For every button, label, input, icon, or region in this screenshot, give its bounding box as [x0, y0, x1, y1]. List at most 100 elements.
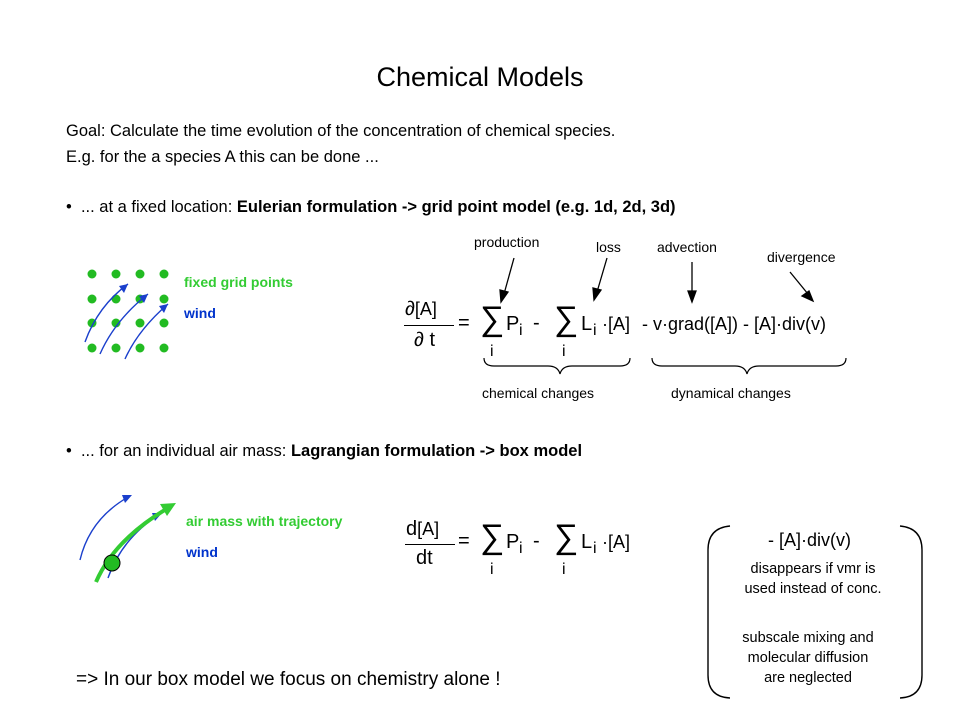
note-vmr: disappears if vmr is used instead of con… [713, 559, 913, 599]
subscript-i: i [519, 540, 523, 557]
note-line: molecular diffusion [747, 650, 869, 666]
note-line: are neglected [764, 670, 852, 686]
sum-index: i [490, 561, 494, 578]
subscript-i: i [593, 540, 597, 557]
grid-points-diagram [84, 269, 169, 360]
wind-arrow [84, 283, 129, 343]
note-line: subscale mixing and [742, 630, 874, 646]
grid-dot [111, 269, 121, 279]
conclusion-text: => In our box model we focus on chemistr… [76, 669, 501, 690]
grid-dot [87, 343, 97, 353]
minus-sign: - [533, 312, 540, 334]
loss-factor: ·[A] [602, 314, 631, 334]
note-neglected: subscale mixing and molecular diffusion … [708, 628, 908, 688]
note-brackets [707, 525, 923, 699]
divergence-arrow [789, 271, 809, 295]
production-term: P [506, 531, 520, 553]
bullet-lagrangian: • ... for an individual air mass: Lagran… [66, 442, 582, 461]
subscript-i: i [593, 322, 597, 339]
chemical-brace [483, 357, 631, 375]
chemical-changes-label: chemical changes [482, 385, 595, 401]
grid-dot [111, 343, 121, 353]
air-mass-diagram [79, 495, 176, 583]
arrowhead [499, 289, 510, 304]
example-text: E.g. for the a species A this can be don… [66, 148, 379, 166]
goal-text: Goal: Calculate the time evolution of th… [66, 122, 616, 140]
numerator-a: [A] [417, 519, 440, 539]
page-title: Chemical Models [376, 62, 584, 92]
dynamical-terms: - v·grad([A]) - [A]·div(v) [642, 314, 827, 334]
trajectory-path [94, 506, 170, 583]
loss-term: L [581, 313, 593, 335]
loss-arrow [596, 257, 608, 293]
production-arrow [503, 257, 515, 295]
d-numerator: d[A] [406, 518, 439, 541]
dynamical-changes-label: dynamical changes [671, 385, 791, 401]
wind-label-2: wind [186, 544, 218, 560]
arrowhead [139, 294, 148, 303]
divergence-term: - [A]·div(v) [768, 530, 851, 550]
partial-symbol: ∂ [405, 298, 415, 320]
bullet-lagrangian-prefix: ... for an individual air mass: [80, 442, 291, 460]
production-term: P [506, 313, 520, 335]
arrowhead [122, 495, 132, 503]
bullet-eulerian-bold: Eulerian formulation -> grid point model… [236, 198, 676, 216]
arrowhead [800, 289, 815, 303]
dt-denominator: dt [416, 547, 433, 569]
fraction-bar [405, 544, 455, 545]
left-bracket [707, 525, 731, 699]
bullet-lagrangian-bold: Lagrangian formulation -> box model [290, 442, 583, 460]
grid-dot [87, 269, 97, 279]
right-bracket [899, 525, 923, 699]
loss-label: loss [596, 239, 621, 255]
advection-label: advection [657, 239, 717, 255]
production-label: production [474, 234, 540, 250]
grid-dot [159, 294, 169, 304]
arrowhead [687, 290, 697, 304]
fixed-grid-label: fixed grid points [184, 274, 293, 290]
grid-dot [111, 294, 121, 304]
note-line: disappears if vmr is [750, 561, 876, 577]
partial-numerator: ∂[A] [405, 298, 437, 321]
bullet-mark: • [66, 442, 72, 460]
arrowhead [119, 284, 128, 293]
loss-term: L [581, 531, 593, 553]
sum-index: i [562, 343, 566, 360]
trajectory-arrowhead [160, 503, 176, 516]
d-symbol: d [406, 518, 418, 540]
divergence-label: divergence [767, 249, 836, 265]
sum-index: i [562, 561, 566, 578]
equals-sign: = [458, 530, 470, 552]
grid-dot [135, 343, 145, 353]
sum-symbol: ∑ [554, 300, 579, 338]
air-mass-label: air mass with trajectory [186, 513, 343, 529]
grid-dot [135, 269, 145, 279]
note-line: used instead of conc. [744, 581, 882, 597]
grid-dot [159, 318, 169, 328]
denominator-t: t [429, 329, 436, 351]
numerator-a: [A] [414, 299, 437, 319]
grouping-braces [483, 357, 847, 375]
sum-symbol: ∑ [480, 518, 505, 556]
sum-symbol: ∑ [554, 518, 579, 556]
term-pointer-arrows [499, 257, 815, 304]
sum-index: i [490, 343, 494, 360]
bullet-eulerian-prefix: ... at a fixed location: [80, 198, 237, 216]
bullet-eulerian: • ... at a fixed location: Eulerian form… [66, 198, 676, 217]
equals-sign: = [458, 312, 470, 334]
grid-dot [135, 318, 145, 328]
arrowhead [592, 287, 603, 302]
partial-denominator: ∂ t [414, 329, 435, 352]
partial-symbol: ∂ [414, 329, 424, 351]
sum-symbol: ∑ [480, 300, 505, 338]
air-mass-dot [103, 554, 121, 572]
grid-dot [87, 294, 97, 304]
fraction-bar [404, 325, 454, 326]
dynamical-brace [651, 357, 847, 375]
grid-dot [159, 343, 169, 353]
grid-dot [111, 318, 121, 328]
minus-sign: - [533, 530, 540, 552]
arrowhead [159, 304, 168, 313]
wind-label: wind [184, 305, 216, 321]
bullet-mark: • [66, 198, 72, 216]
